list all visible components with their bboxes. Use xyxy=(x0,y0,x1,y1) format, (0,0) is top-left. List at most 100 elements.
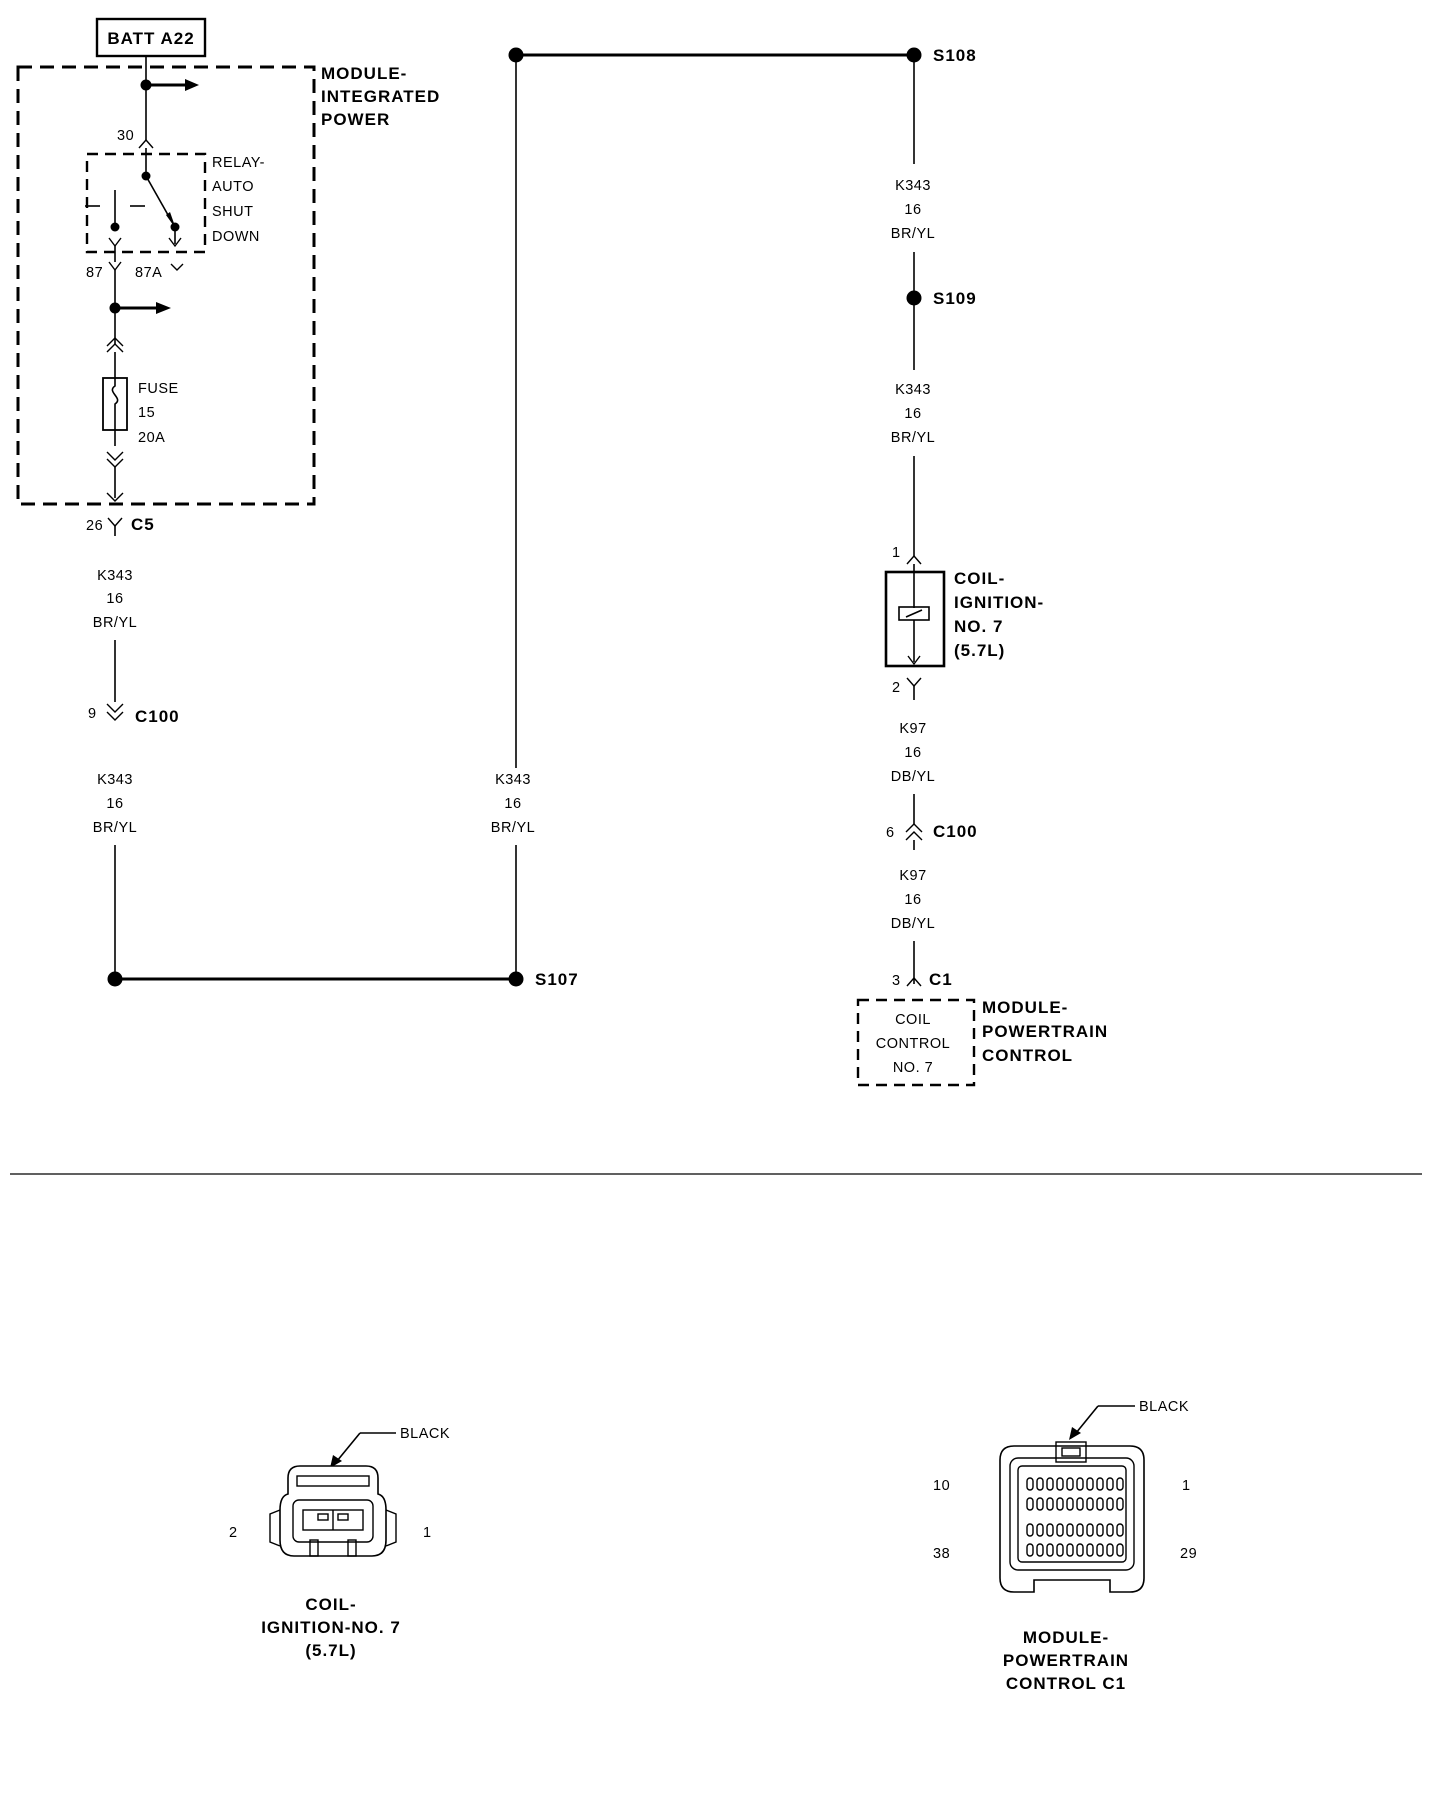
c100-right-pin: 6 xyxy=(886,825,895,841)
wire-k97-upper: K97 16 DB/YL xyxy=(891,721,935,824)
pcm-title-line3: CONTROL xyxy=(982,1046,1073,1065)
arrow-right-icon xyxy=(185,79,199,91)
splice-s109-label: S109 xyxy=(933,289,977,308)
wire-gauge: 16 xyxy=(106,796,123,812)
pin-cavity xyxy=(1086,1477,1094,1491)
pin-cavity xyxy=(1026,1543,1034,1557)
fuse-label-line2: 15 xyxy=(138,405,155,421)
splice-s107: S107 xyxy=(107,970,578,989)
pin-cavity xyxy=(1066,1543,1074,1557)
wire-color: BR/YL xyxy=(491,820,535,836)
ipm-internal-feed xyxy=(106,270,171,353)
wire-circuit: K97 xyxy=(899,721,926,737)
pin-cavity xyxy=(1046,1497,1054,1511)
pin-cavity xyxy=(1066,1523,1074,1537)
pin-cavity xyxy=(1106,1477,1114,1491)
coil-connector-color-label: BLACK xyxy=(400,1426,450,1442)
pcm-connector-color-label: BLACK xyxy=(1139,1399,1189,1415)
pin-cavity xyxy=(1096,1497,1104,1511)
wire-k97-lower: K97 16 DB/YL xyxy=(891,868,935,984)
pin-cavity xyxy=(1056,1497,1064,1511)
pin-cavity xyxy=(1116,1497,1124,1511)
pcm-title-line2: POWERTRAIN xyxy=(982,1022,1108,1041)
wire-k343-left-upper: K343 16 BR/YL xyxy=(93,568,137,702)
coil-pin-2: 2 xyxy=(892,680,901,696)
integrated-power-module: MODULE- INTEGRATED POWER xyxy=(16,64,440,506)
pcm-inner-line1: COIL xyxy=(895,1012,931,1028)
pin-cavity xyxy=(1076,1477,1084,1491)
pin-cavity xyxy=(1106,1543,1114,1557)
c5-pin: 26 xyxy=(86,518,103,534)
pin-cavity xyxy=(1076,1543,1084,1557)
coil-connector-pin-left: 2 xyxy=(229,1525,238,1541)
coil-connector-view: BLACK 2 1 COIL- IGNITION-NO. 7 (5.7L) xyxy=(229,1426,450,1660)
c100-right-name: C100 xyxy=(933,822,978,841)
ignition-coil-7: 1 COIL- IGNITION- NO. 7 (5.7L) 2 xyxy=(884,545,1044,700)
wire-color: BR/YL xyxy=(93,615,137,631)
pcm-connector-title-line2: POWERTRAIN xyxy=(1003,1651,1129,1670)
wire-circuit: K343 xyxy=(895,178,931,194)
wire-k343-right-upper: K343 16 BR/YL xyxy=(891,55,935,298)
powertrain-control-module: 3 C1 COIL CONTROL NO. 7 MODULE- POWERTRA… xyxy=(856,970,1108,1087)
coil-connector-title-line3: (5.7L) xyxy=(305,1641,356,1660)
pcm-pin-grid xyxy=(1026,1477,1124,1557)
pin-cavity xyxy=(1076,1523,1084,1537)
pcm-connector-view: BLACK 10 1 38 29 MODULE- POWERTRAIN CONT… xyxy=(933,1399,1197,1693)
wire-gauge: 16 xyxy=(904,892,921,908)
arrow-right-icon xyxy=(156,302,171,314)
ipm-title-line2: INTEGRATED xyxy=(321,87,440,106)
relay-label-line2: AUTO xyxy=(212,179,254,195)
wire-gauge: 16 xyxy=(106,591,123,607)
pin-cavity xyxy=(1036,1497,1044,1511)
pin-cavity xyxy=(1116,1523,1124,1537)
wire-color: BR/YL xyxy=(93,820,137,836)
wire-k343-middle: K343 16 BR/YL xyxy=(491,55,535,979)
pin-cavity xyxy=(1036,1523,1044,1537)
wire-circuit: K343 xyxy=(895,382,931,398)
pin-cavity xyxy=(1026,1497,1034,1511)
pin-cavity xyxy=(1106,1523,1114,1537)
pin-cavity xyxy=(1036,1477,1044,1491)
c100-left-name: C100 xyxy=(135,707,180,726)
pcm-connector-pin-bottom-left: 38 xyxy=(933,1546,950,1562)
wire-circuit: K343 xyxy=(97,568,133,584)
connector-c5: 26 C5 xyxy=(86,515,155,536)
fuse-label-line1: FUSE xyxy=(138,381,179,397)
asd-relay: 30 RELAY- AUTO SHUT DOWN 87 87A xyxy=(85,128,264,281)
pcm-inner-line2: CONTROL xyxy=(876,1036,950,1052)
pin-cavity xyxy=(1056,1477,1064,1491)
pin-cavity xyxy=(1096,1477,1104,1491)
connector-c100-right: 6 C100 xyxy=(886,822,978,850)
pin-cavity xyxy=(1066,1497,1074,1511)
battery-feed-label: BATT A22 xyxy=(107,29,194,48)
wire-gauge: 16 xyxy=(904,406,921,422)
pcm-inner-line3: NO. 7 xyxy=(893,1060,933,1076)
pin-cavity xyxy=(1056,1523,1064,1537)
pin-cavity xyxy=(1096,1543,1104,1557)
pin-cavity xyxy=(1066,1477,1074,1491)
pin-cavity xyxy=(1026,1523,1034,1537)
battery-feed: BATT A22 xyxy=(95,17,207,140)
wire-gauge: 16 xyxy=(904,202,921,218)
connector-c100-left: 9 C100 xyxy=(88,703,180,726)
coil-title-line2: IGNITION- xyxy=(954,593,1044,612)
wire-color: DB/YL xyxy=(891,769,935,785)
wire-color: BR/YL xyxy=(891,226,935,242)
fuse-label-line3: 20A xyxy=(138,430,165,446)
splice-s108-label: S108 xyxy=(933,46,977,65)
pin-cavity xyxy=(1086,1497,1094,1511)
pin-cavity xyxy=(1026,1477,1034,1491)
pin-cavity xyxy=(1046,1523,1054,1537)
pcm-connector-pin-top-left: 10 xyxy=(933,1478,950,1494)
pcm-connector-title-line1: MODULE- xyxy=(1023,1628,1109,1647)
pin-cavity xyxy=(1036,1543,1044,1557)
relay-pin-87a: 87A xyxy=(135,265,162,281)
pcm-connector-pin-top-right: 1 xyxy=(1182,1478,1191,1494)
pcm-pin: 3 xyxy=(892,973,901,989)
relay-label-line4: DOWN xyxy=(212,229,260,245)
wire-gauge: 16 xyxy=(904,745,921,761)
fuse-15: FUSE 15 20A xyxy=(102,352,179,502)
c5-name: C5 xyxy=(131,515,155,534)
pin-cavity xyxy=(1056,1543,1064,1557)
